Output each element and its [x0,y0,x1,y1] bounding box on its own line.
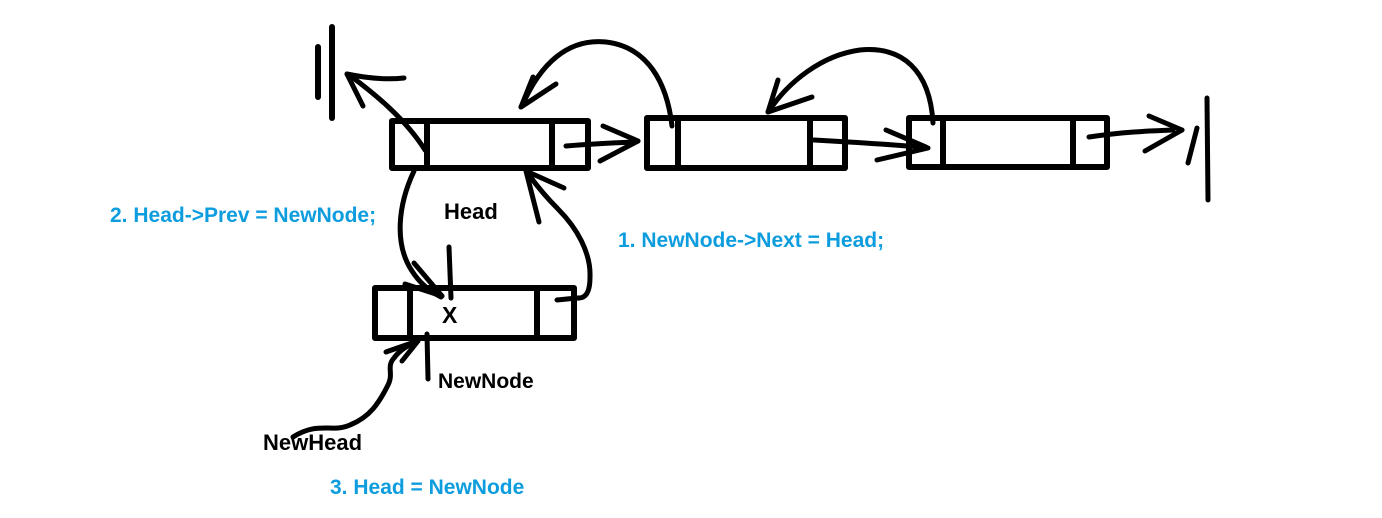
null-terminator-right [1185,95,1211,203]
newhead-pointer-label: NewHead [263,430,363,455]
arrow-head-prev-to-newnode [397,168,454,301]
head-pointer-label: Head [444,199,498,224]
arrow-head-prev-to-null [344,71,428,153]
arrow-head-next-to-second [563,123,641,164]
arrow-third-next-to-null [1086,113,1185,154]
node-second-box [644,115,848,171]
step-1-label: 1. NewNode->Next = Head; [618,229,885,252]
newnode-pointer-label: NewNode [438,370,534,393]
step-2-label: 2. Head->Prev = NewNode; [110,204,377,227]
arrow-newhead-to-newnode [290,331,431,440]
node-newnode-box [372,285,577,341]
newnode-value-label: X [442,302,458,328]
node-third-box [906,115,1110,170]
null-terminator-left [315,24,335,121]
arrow-second-prev-to-head [518,39,675,129]
step-3-label: 3. Head = NewNode [330,476,525,499]
arrow-newnode-next-to-head [523,168,593,303]
arrow-third-prev-to-second [765,47,936,126]
